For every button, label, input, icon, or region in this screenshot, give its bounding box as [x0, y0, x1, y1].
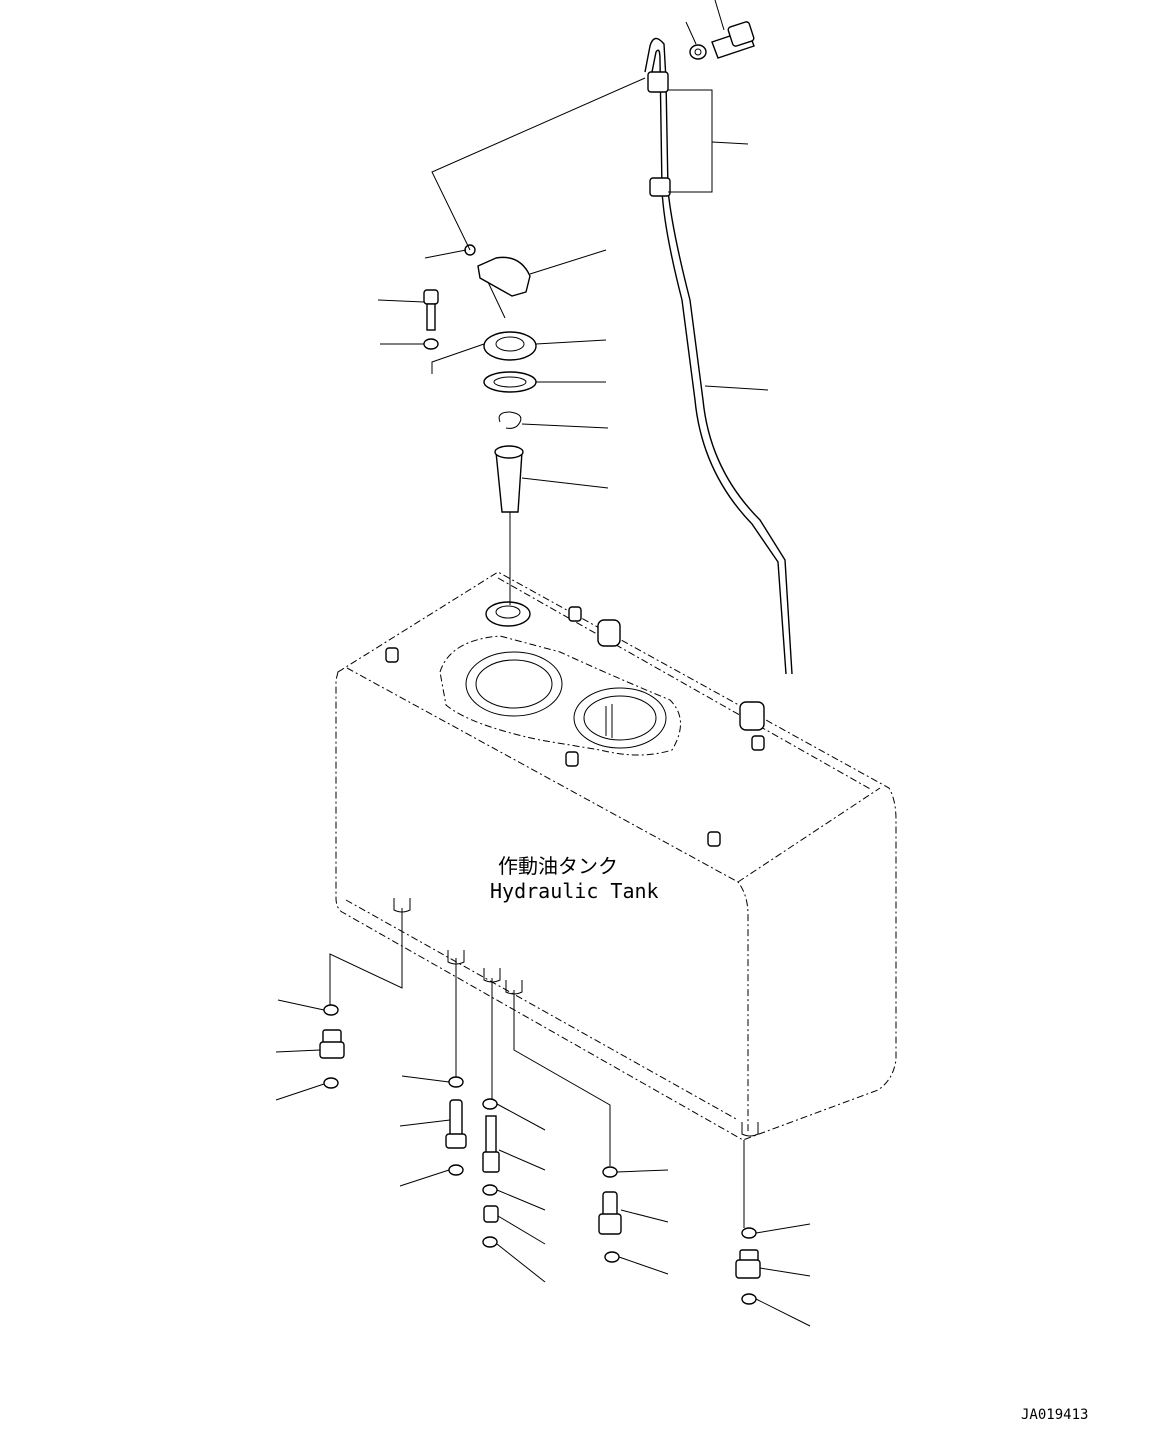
bottom-fittings	[275, 898, 811, 1327]
filler-cap-assembly	[423, 244, 537, 605]
hydraulic-tank	[335, 571, 897, 1141]
level-gauge-pipe	[644, 37, 793, 675]
leader-lines	[377, 0, 769, 489]
document-id: JA019413	[1021, 1407, 1088, 1423]
tank-label-japanese: 作動油タンク	[498, 854, 618, 878]
tank-label-english: Hydraulic Tank	[490, 879, 659, 903]
bolt-and-washer	[689, 21, 755, 60]
